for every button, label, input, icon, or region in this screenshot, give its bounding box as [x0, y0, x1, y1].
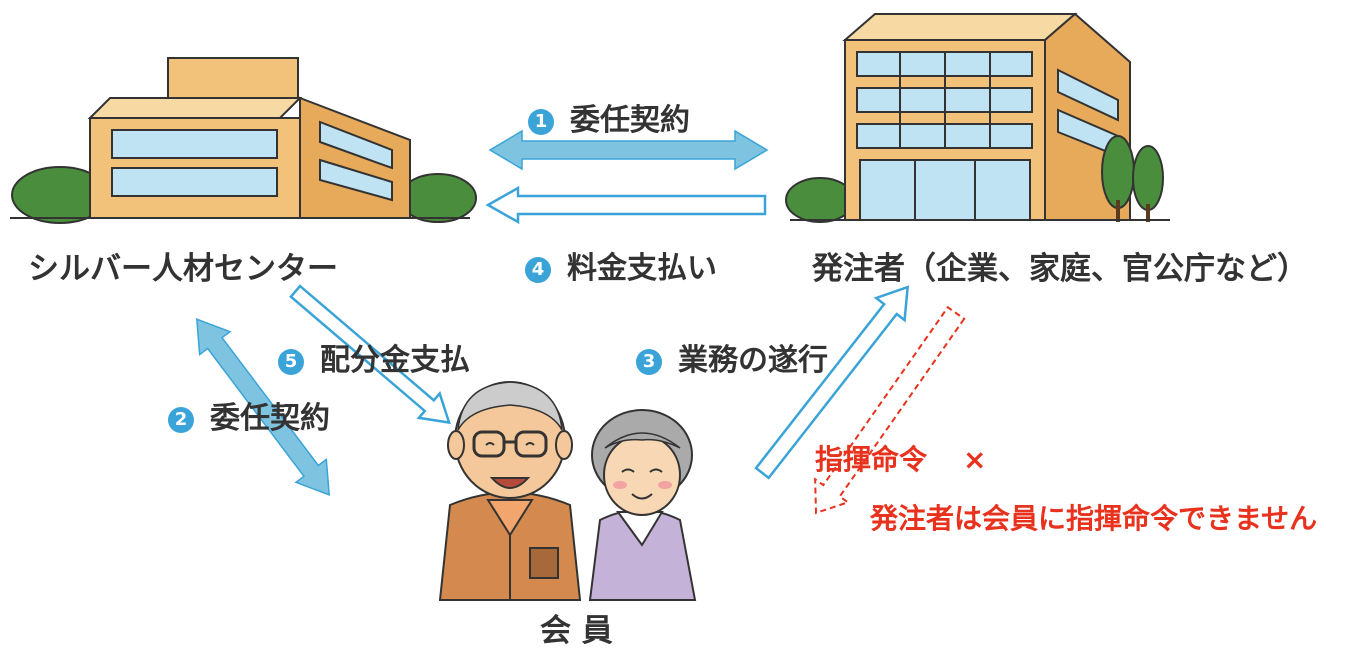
command-warning-text: 発注者は会員に指揮命令できません	[870, 502, 1318, 535]
step-2-label: 2 委任契約	[168, 393, 330, 437]
distribution-arrow	[289, 284, 451, 425]
step-5-text: 配分金支払	[320, 343, 470, 378]
silver-center-building-icon	[10, 57, 477, 224]
cross-mark: ×	[963, 443, 987, 476]
command-warning-title-text: 指揮命令	[815, 443, 928, 476]
member-label: 会 員	[540, 613, 613, 649]
work-performance-arrow	[754, 285, 910, 480]
contract-double-arrow	[488, 129, 769, 171]
silver-center-label: シルバー人材センター	[28, 251, 338, 287]
step-4-badge: 4	[525, 257, 551, 283]
step-3-text: 業務の遂行	[678, 343, 828, 378]
step-5-label: 5 配分金支払	[278, 335, 470, 379]
step-1-text: 委任契約	[570, 103, 690, 138]
step-3-badge: 3	[636, 349, 662, 375]
step-5-badge: 5	[278, 349, 304, 375]
command-warning-title: 指揮命令 ×	[815, 438, 986, 478]
step-4-text: 料金支払い	[567, 251, 717, 286]
step-1-badge: 1	[528, 109, 554, 135]
step-4-label: 4 料金支払い	[525, 243, 717, 287]
prohibited-command-arrow	[814, 305, 966, 515]
client-label: 発注者（企業、家庭、官公庁など）	[812, 251, 1308, 287]
step-2-text: 委任契約	[210, 401, 330, 436]
step-2-badge: 2	[168, 407, 194, 433]
payment-arrow	[485, 185, 767, 225]
step-1-label: 1 委任契約	[528, 95, 690, 139]
client-building-icon	[785, 12, 1170, 223]
members-couple-icon	[438, 381, 697, 601]
step-3-label: 3 業務の遂行	[636, 335, 828, 379]
member-contract-double-arrow	[195, 318, 331, 496]
